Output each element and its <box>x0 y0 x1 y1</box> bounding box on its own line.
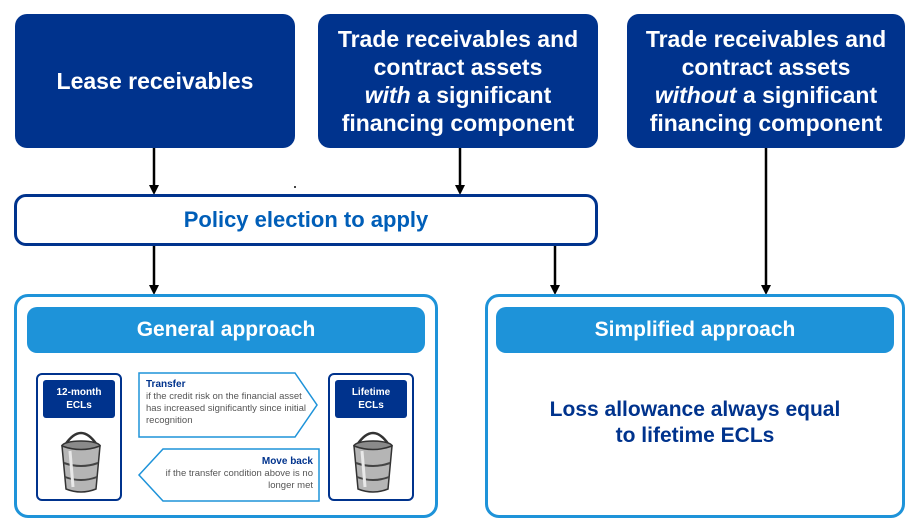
without-line2: contract assets <box>681 54 851 80</box>
bucket-icon <box>61 431 101 493</box>
transfer-desc: if the credit risk on the financial asse… <box>146 391 306 426</box>
move-back-title: Move back <box>261 456 313 467</box>
transfer-title: Transfer <box>146 379 186 390</box>
transfer-arrow-shape <box>138 372 318 438</box>
ecl-lifetime-line2: ECLs <box>358 400 384 411</box>
lease-receivables-box: Lease receivables <box>15 14 295 148</box>
without-emph: without <box>654 82 737 108</box>
move-back-text: Move back if the transfer condition abov… <box>157 456 313 492</box>
policy-election-box: Policy election to apply <box>14 194 598 246</box>
with-line4: financing component <box>341 110 575 136</box>
general-approach-title: General approach <box>136 318 316 341</box>
trade-with-financing-box: Trade receivables and contract assets wi… <box>318 14 598 148</box>
loss-line2: to lifetime ECLs <box>615 424 775 447</box>
transfer-arrows <box>137 372 320 502</box>
without-line3: a significant <box>736 82 878 108</box>
general-approach-panel: General approach 12-month ECLs Lifetime … <box>14 294 438 518</box>
with-line1: Trade receivables and <box>337 26 579 52</box>
policy-election-label: Policy election to apply <box>183 207 429 232</box>
loss-allowance-text: Loss allowance always equal to lifetime … <box>488 397 902 449</box>
trade-without-financing-box: Trade receivables and contract assets wi… <box>627 14 905 148</box>
stray-dot <box>294 186 296 188</box>
simplified-approach-title: Simplified approach <box>594 318 796 341</box>
move-back-arrow-shape <box>137 448 320 502</box>
ecl-12-month-label: 12-month ECLs <box>43 380 115 418</box>
ecl-lifetime-label: Lifetime ECLs <box>335 380 407 418</box>
without-line4: financing component <box>649 110 883 136</box>
simplified-approach-panel: Simplified approach Loss allowance alway… <box>485 294 905 518</box>
ecl-12m-line2: ECLs <box>66 400 92 411</box>
ecl-12-month-card: 12-month ECLs <box>36 373 122 501</box>
lease-receivables-label: Lease receivables <box>56 68 254 94</box>
with-line3: a significant <box>410 82 552 108</box>
bucket-icon <box>353 431 393 493</box>
general-approach-header: General approach <box>27 307 425 353</box>
transfer-text: Transfer if the credit risk on the finan… <box>146 379 306 427</box>
loss-line1: Loss allowance always equal <box>549 398 841 421</box>
ecl-lifetime-card: Lifetime ECLs <box>328 373 414 501</box>
simplified-approach-header: Simplified approach <box>496 307 894 353</box>
move-back-desc: if the transfer condition above is no lo… <box>165 468 313 491</box>
ecl-12m-line1: 12-month <box>56 387 102 398</box>
without-line1: Trade receivables and <box>645 26 887 52</box>
with-emph: with <box>364 82 411 108</box>
with-line2: contract assets <box>373 54 543 80</box>
ecl-lifetime-line1: Lifetime <box>351 387 391 398</box>
